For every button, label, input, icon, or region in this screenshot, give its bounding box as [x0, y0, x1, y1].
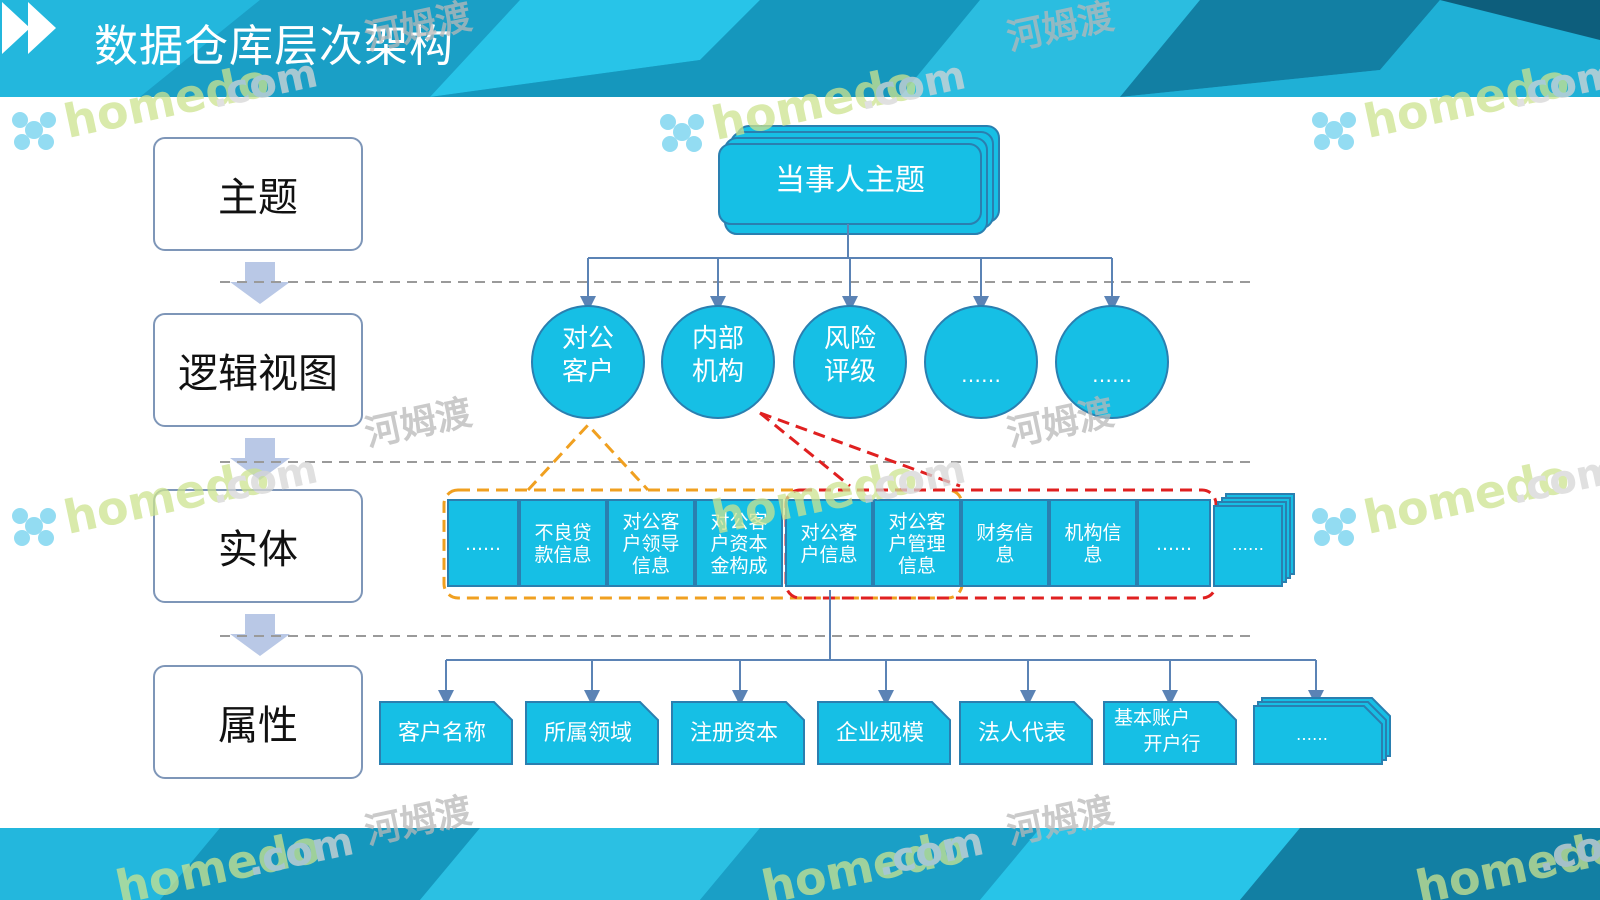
level-down-arrows	[230, 262, 290, 656]
entity-node: ……	[1137, 499, 1211, 587]
topic-node: 当事人主题	[718, 125, 1000, 235]
svg-text:对公客: 对公客	[888, 511, 945, 533]
logical-view-node: ……	[924, 305, 1038, 419]
attribute-node: 所属领域	[525, 701, 659, 765]
svg-text:金构成: 金构成	[710, 555, 767, 577]
svg-text:款信息: 款信息	[534, 544, 591, 566]
entity-node: ……	[1213, 493, 1295, 587]
play-forward-icon	[2, 2, 56, 54]
svg-text:息: 息	[995, 544, 1014, 566]
attribute-node: ……	[1253, 697, 1391, 765]
logical-view-node: 风险 评级	[793, 305, 907, 419]
svg-text:对公客: 对公客	[710, 511, 767, 533]
svg-text:对公客: 对公客	[622, 511, 679, 533]
svg-text:内部: 内部	[692, 324, 744, 354]
svg-text:所属领域: 所属领域	[544, 721, 632, 746]
svg-text:户管理: 户管理	[888, 533, 945, 555]
svg-text:对公: 对公	[562, 324, 614, 354]
svg-text:基本账户: 基本账户	[1114, 707, 1190, 729]
topic-connectors	[580, 224, 1120, 312]
svg-text:……: ……	[1296, 725, 1328, 744]
svg-text:……: ……	[1232, 535, 1264, 554]
bottom-banner	[0, 828, 1600, 900]
svg-text:评级: 评级	[824, 357, 876, 387]
svg-text:……: ……	[1092, 363, 1132, 387]
top-banner: 数据仓库层次架构	[0, 0, 1600, 97]
logical-view-node: ……	[1055, 305, 1169, 419]
entity-row: ……不良贷款信息对公客户领导信息对公客户资本金构成对公客户信息对公客户管理信息财…	[447, 493, 1295, 587]
attribute-connectors	[438, 590, 1324, 706]
logical-view-node: 内部 机构	[661, 305, 775, 419]
level-separators	[220, 281, 1250, 637]
svg-text:法人代表: 法人代表	[978, 721, 1066, 746]
svg-text:客户: 客户	[562, 357, 614, 387]
level-down-arrow	[230, 438, 290, 480]
svg-text:户领导: 户领导	[622, 533, 679, 555]
svg-text:户资本: 户资本	[710, 533, 767, 555]
svg-text:信息: 信息	[898, 555, 936, 577]
svg-text:开户行: 开户行	[1143, 733, 1200, 755]
svg-text:客户名称: 客户名称	[398, 721, 486, 746]
svg-text:机构: 机构	[692, 357, 744, 387]
svg-text:对公客: 对公客	[800, 522, 857, 544]
svg-text:机构信: 机构信	[1064, 522, 1121, 544]
entity-node: ……	[447, 499, 519, 587]
level-attribute-box: 属性	[153, 665, 363, 779]
svg-text:……: ……	[961, 363, 1001, 387]
svg-text:息: 息	[1083, 544, 1102, 566]
svg-text:……: ……	[1156, 534, 1192, 555]
level-entity-box: 实体	[153, 489, 363, 603]
slide-title: 数据仓库层次架构	[94, 21, 454, 72]
attribute-node: 企业规模	[817, 701, 951, 765]
level-topic-box: 主题	[153, 137, 363, 251]
logical-view-node: 对公 客户	[531, 305, 645, 419]
attribute-node: 法人代表	[959, 701, 1093, 765]
svg-text:不良贷: 不良贷	[534, 522, 591, 544]
attribute-node: 客户名称	[379, 701, 513, 765]
svg-text:企业规模: 企业规模	[836, 721, 924, 746]
logical-view-circles: 对公 客户 内部 机构 风险 评级 …… ……	[531, 305, 1169, 419]
attribute-node: 注册资本	[671, 701, 805, 765]
svg-text:财务信: 财务信	[976, 522, 1033, 544]
svg-text:……: ……	[465, 534, 501, 555]
level-logical-view-box: 逻辑视图	[153, 313, 363, 427]
svg-text:户信息: 户信息	[800, 544, 857, 566]
svg-text:注册资本: 注册资本	[690, 721, 778, 746]
svg-text:风险: 风险	[824, 324, 876, 354]
svg-text:信息: 信息	[632, 555, 670, 577]
topic-label: 当事人主题	[775, 163, 925, 198]
